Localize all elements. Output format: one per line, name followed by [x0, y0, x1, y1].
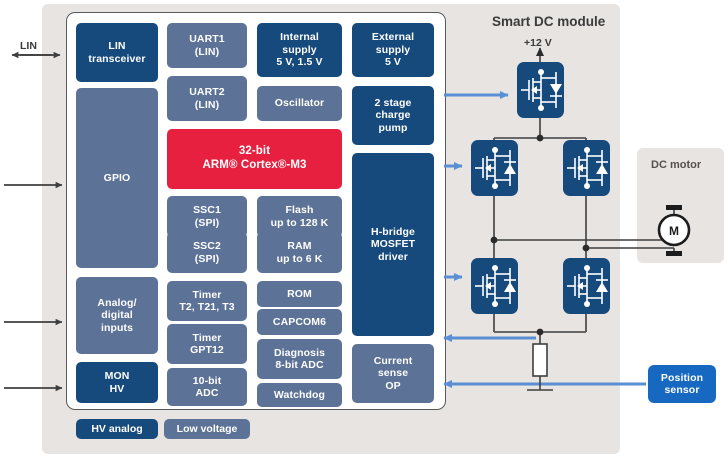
- block-line: (SPI): [194, 216, 220, 229]
- block-line: driver: [378, 250, 408, 263]
- block-line: OP: [385, 379, 401, 392]
- block-uart1[interactable]: UART1 (LIN): [167, 23, 247, 68]
- block-line: Watchdog: [273, 388, 326, 401]
- block-line: HV: [109, 382, 125, 395]
- block-line: Current: [373, 354, 413, 367]
- block-line: Timer: [192, 288, 222, 301]
- block-line: Diagnosis: [273, 346, 326, 359]
- block-gpio[interactable]: GPIO: [76, 88, 158, 268]
- block-line: ARM® Cortex®-M3: [202, 159, 307, 171]
- block-line: charge: [375, 109, 411, 122]
- dc-motor-label: DC motor: [651, 159, 702, 171]
- block-mon-hv[interactable]: MON HV: [76, 362, 158, 403]
- block-line: (SPI): [194, 252, 220, 265]
- block-line: transceiver: [88, 52, 146, 65]
- block-line: sense: [377, 367, 409, 380]
- supply-voltage-label: +12 V: [524, 37, 552, 49]
- block-line: UART1: [189, 33, 225, 46]
- block-lin-transceiver[interactable]: LIN transceiver: [76, 23, 158, 82]
- block-oscillator[interactable]: Oscillator: [257, 86, 342, 121]
- block-line: LIN: [108, 40, 126, 53]
- block-line: sensor: [664, 384, 700, 396]
- block-line: digital: [101, 309, 133, 322]
- block-timer-t2[interactable]: Timer T2, T21, T3: [167, 281, 247, 321]
- block-line: 8-bit ADC: [275, 359, 324, 371]
- block-line: GPT12: [190, 344, 224, 356]
- legend-low-voltage[interactable]: Low voltage: [164, 419, 250, 439]
- block-ssc2[interactable]: SSC2 (SPI): [167, 232, 247, 273]
- lin-bus-label: LIN: [20, 40, 37, 52]
- block-ssc1[interactable]: SSC1 (SPI): [167, 196, 247, 237]
- block-capcom6[interactable]: CAPCOM6: [257, 309, 342, 335]
- block-timer-gpt12[interactable]: Timer GPT12: [167, 324, 247, 364]
- block-line: Oscillator: [274, 97, 325, 110]
- block-line: ROM: [287, 287, 312, 300]
- block-line: T2, T21, T3: [179, 301, 235, 313]
- block-line: supply: [375, 43, 411, 56]
- block-analog-digital-inputs[interactable]: Analog/ digital inputs: [76, 277, 158, 354]
- block-line: up to 6 K: [276, 252, 323, 265]
- block-line: MON: [104, 370, 130, 383]
- block-line: up to 128 K: [270, 216, 329, 229]
- block-line: CAPCOM6: [272, 315, 327, 328]
- block-line: pump: [378, 121, 408, 134]
- block-line: Internal: [280, 31, 319, 44]
- block-line: UART2: [189, 86, 225, 99]
- block-diagnosis-adc[interactable]: Diagnosis 8-bit ADC: [257, 339, 342, 379]
- block-line: RAM: [287, 240, 312, 253]
- block-line: 2 stage: [374, 96, 412, 109]
- block-line: Analog/: [97, 296, 137, 309]
- block-line: Timer: [192, 331, 222, 344]
- block-line: GPIO: [103, 171, 131, 184]
- block-line: Position: [660, 371, 704, 384]
- block-line: 32-bit: [238, 145, 271, 158]
- block-internal-supply[interactable]: Internal supply 5 V, 1.5 V: [257, 23, 342, 77]
- module-title: Smart DC module: [492, 14, 606, 29]
- block-ram[interactable]: RAM up to 6 K: [257, 232, 342, 273]
- block-uart2[interactable]: UART2 (LIN): [167, 76, 247, 121]
- block-line: H-bridge: [371, 225, 415, 238]
- block-line: 10-bit: [192, 374, 222, 387]
- block-line: (LIN): [194, 98, 220, 111]
- block-line: supply: [282, 43, 317, 56]
- block-line: 5 V: [384, 56, 402, 69]
- block-flash[interactable]: Flash up to 128 K: [257, 196, 342, 237]
- block-line: (LIN): [194, 45, 220, 58]
- block-line: External: [371, 31, 415, 44]
- block-current-sense-op[interactable]: Current sense OP: [352, 344, 434, 403]
- block-line: Flash: [285, 204, 314, 217]
- block-line: MOSFET: [370, 238, 416, 251]
- block-cpu-core[interactable]: 32-bit ARM® Cortex®-M3: [167, 129, 342, 189]
- block-watchdog[interactable]: Watchdog: [257, 383, 342, 407]
- block-external-supply[interactable]: External supply 5 V: [352, 23, 434, 77]
- legend-hv-analog[interactable]: HV analog: [76, 419, 158, 439]
- legend-label: HV analog: [91, 423, 143, 435]
- legend-label: Low voltage: [176, 423, 238, 435]
- block-line: SSC2: [193, 240, 221, 253]
- block-line: 5 V, 1.5 V: [276, 56, 323, 69]
- block-line: ADC: [195, 387, 219, 399]
- block-line: SSC1: [193, 204, 221, 217]
- block-charge-pump[interactable]: 2 stage charge pump: [352, 86, 434, 145]
- block-position-sensor[interactable]: Position sensor: [648, 365, 716, 403]
- block-rom[interactable]: ROM: [257, 281, 342, 307]
- block-hbridge-driver[interactable]: H-bridge MOSFET driver: [352, 153, 434, 336]
- block-line: inputs: [100, 321, 134, 334]
- block-adc-10bit[interactable]: 10-bit ADC: [167, 368, 247, 406]
